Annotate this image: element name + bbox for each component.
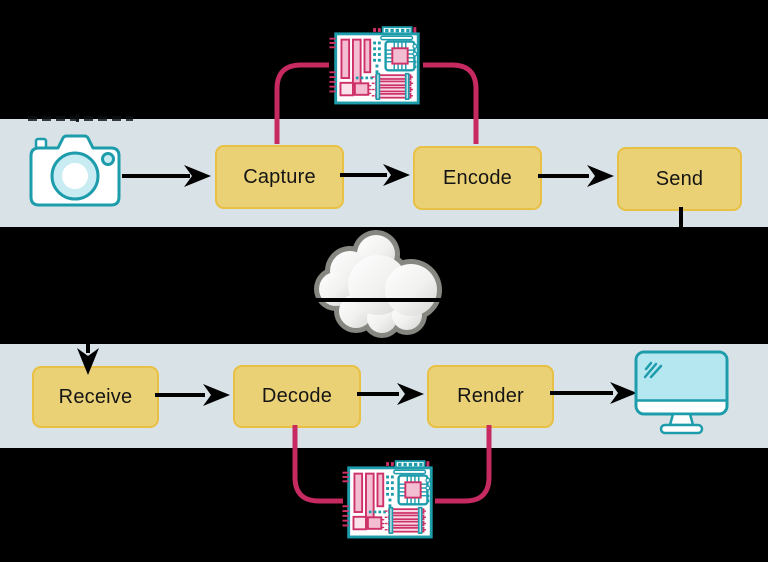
step-send[interactable]: Send — [617, 147, 742, 211]
cropped-text-artifact — [76, 114, 79, 122]
step-label: Receive — [58, 385, 133, 408]
step-label: Send — [655, 167, 704, 190]
hardware-link-top — [274, 62, 479, 144]
step-receive[interactable]: Receive — [32, 366, 159, 428]
step-label: Encode — [442, 166, 513, 189]
step-encode[interactable]: Encode — [413, 146, 542, 210]
step-label: Decode — [261, 385, 333, 407]
arrow-decode-to-render — [357, 383, 424, 405]
arrow-encode-to-send — [538, 165, 614, 187]
screen-shine — [643, 361, 663, 379]
hardware-link-bottom — [292, 425, 492, 504]
cloud-icon — [314, 230, 442, 338]
step-render[interactable]: Render — [427, 365, 554, 428]
camera-icon — [29, 134, 121, 207]
step-label: Capture — [243, 165, 316, 188]
step-decode[interactable]: Decode — [233, 365, 361, 428]
arrow-send-to-receive — [77, 207, 683, 375]
step-capture[interactable]: Capture — [215, 145, 344, 209]
motherboard-icon — [328, 26, 420, 105]
arrow-render-to-monitor — [550, 382, 637, 404]
cloud-body — [319, 235, 437, 333]
monitor-icon — [634, 350, 729, 435]
cropped-text-artifact — [28, 116, 133, 121]
arrow-camera-to-capture — [122, 165, 211, 187]
flow-arrows — [77, 164, 683, 406]
step-label: Render — [457, 385, 524, 407]
motherboard-icon — [341, 460, 433, 539]
arrow-capture-to-encode — [340, 164, 410, 186]
arrow-receive-to-decode — [155, 384, 230, 406]
